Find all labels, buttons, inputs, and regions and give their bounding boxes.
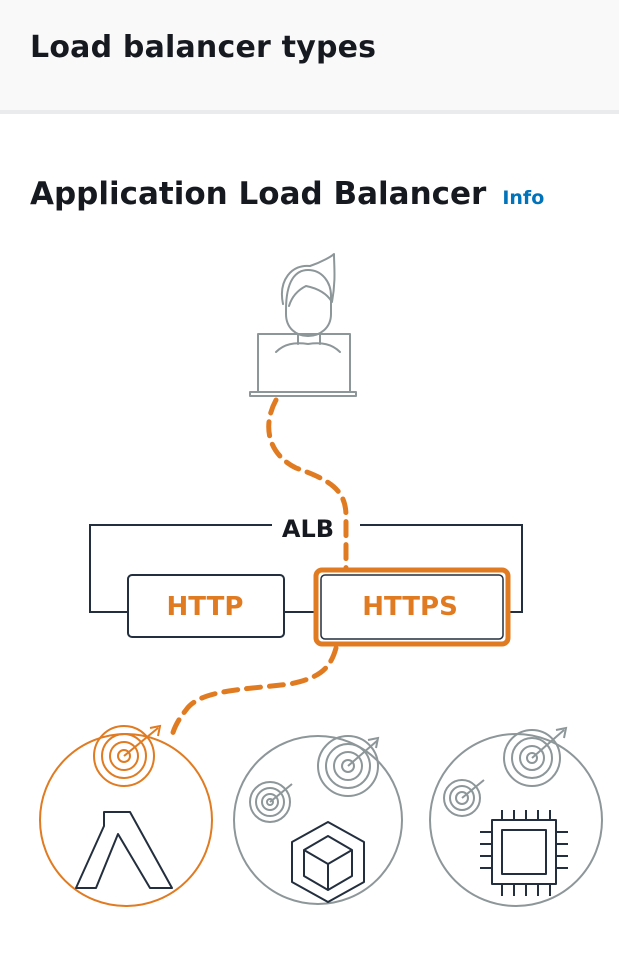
alb-bracket [89,524,523,613]
alb-label: ALB [282,515,334,543]
instance-target[interactable] [429,726,603,907]
https-label: HTTPS [362,592,458,622]
section-header: Application Load Balancer Info [30,176,544,212]
section-heading: Application Load Balancer [30,176,487,212]
ecs-container-icon [291,821,365,903]
http-listener[interactable]: HTTP [127,574,285,638]
http-label: HTTP [167,592,244,622]
target-bullseye-small-icon [249,781,293,823]
container-target[interactable] [233,735,403,905]
target-bullseye-small-icon [443,779,485,817]
target-bullseye-icon [317,735,380,797]
user-at-laptop-icon [249,253,357,397]
lambda-icon [75,811,173,889]
info-link[interactable]: Info [502,187,545,209]
target-bullseye-icon [503,726,568,787]
traffic-path-target [169,645,339,739]
lambda-target[interactable] [39,724,213,907]
ec2-chip-icon [480,810,568,896]
target-bullseye-icon [93,724,162,787]
page-header: Load balancer types [0,0,619,114]
page-title: Load balancer types [30,30,377,65]
traffic-path-client [266,397,349,573]
alb-diagram: ALB HTTP HTTPS [39,253,603,907]
https-listener[interactable]: HTTPS [313,567,511,647]
